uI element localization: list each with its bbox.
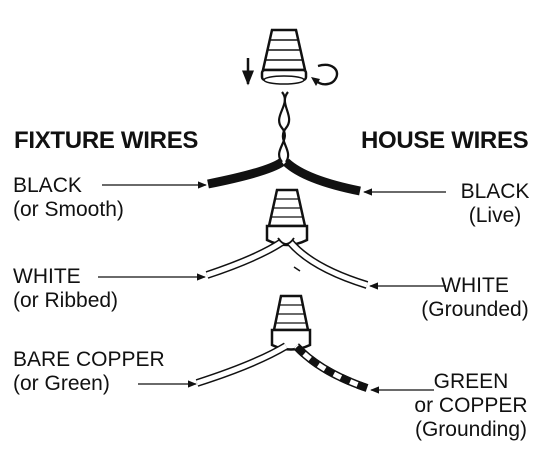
fixture-label-white: WHITE (or Ribbed) — [13, 265, 118, 313]
house-label-black: BLACK (Live) — [447, 180, 543, 228]
middle-wire-nut — [265, 188, 309, 247]
bottom-wire-nut — [270, 294, 312, 351]
fixture-label-black: BLACK (or Smooth) — [13, 174, 124, 222]
fixture-label-white-line1: WHITE — [13, 265, 81, 288]
house-label-white-line1: WHITE — [441, 274, 509, 297]
fixture-wires-heading: FIXTURE WIRES — [14, 127, 199, 154]
house-label-green-line3: (Grounding) — [414, 418, 528, 441]
fixture-label-copper-line1: BARE COPPER — [13, 348, 165, 371]
house-label-white-line2: (Grounded) — [421, 298, 529, 321]
white-wire-pair — [205, 237, 369, 289]
house-label-green: GREEN or COPPER (Grounding) — [398, 370, 544, 442]
fixture-label-black-line1: BLACK — [13, 174, 82, 197]
top-wire-nut — [260, 28, 308, 85]
house-label-green-line1: GREEN — [433, 370, 509, 393]
twist-clockwise-arrow-icon — [311, 63, 339, 86]
fixture-label-copper: BARE COPPER (or Green) — [13, 348, 165, 396]
twisted-strands — [278, 91, 291, 163]
house-label-white: WHITE (Grounded) — [404, 274, 546, 322]
fixture-label-black-line2: (or Smooth) — [13, 198, 124, 221]
house-label-black-line1: BLACK — [460, 180, 530, 203]
house-label-black-line2: (Live) — [468, 204, 522, 227]
fixture-label-copper-line2: (or Green) — [13, 372, 110, 395]
house-wires-heading: HOUSE WIRES — [361, 127, 529, 154]
black-wire-pair — [207, 158, 361, 196]
fixture-label-white-line2: (or Ribbed) — [13, 289, 119, 312]
ground-wire-pair — [195, 342, 369, 392]
house-label-green-line2: or COPPER — [414, 394, 528, 417]
